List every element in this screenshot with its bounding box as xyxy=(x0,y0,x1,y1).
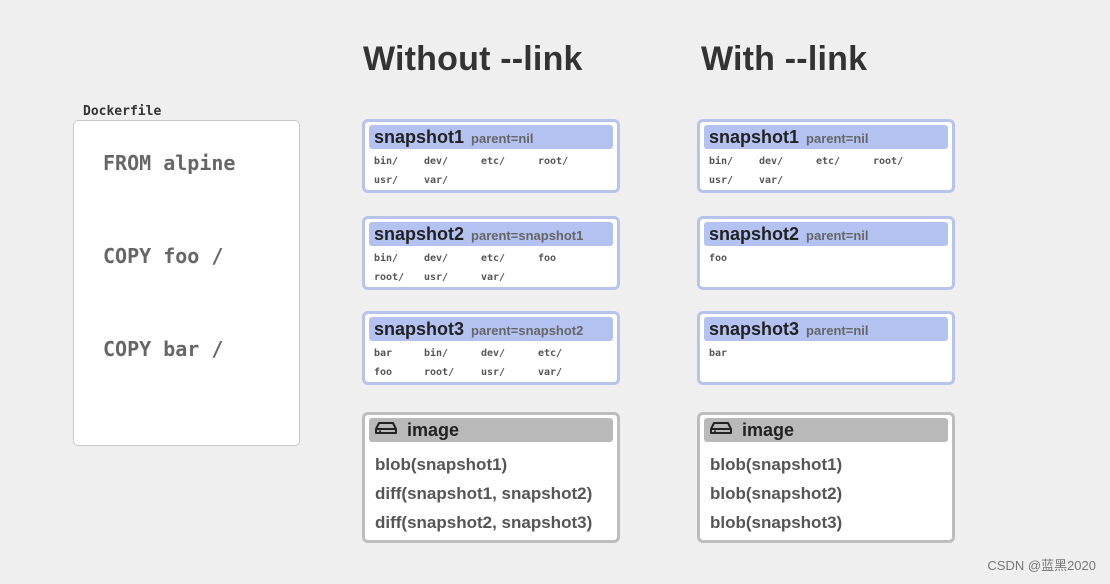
without-link-title: Without --link xyxy=(363,40,583,78)
snapshot-file-list: bar xyxy=(709,346,952,362)
dockerfile-line: COPY foo / xyxy=(103,244,224,268)
image-layer-list: blob(snapshot1) diff(snapshot1, snapshot… xyxy=(375,450,617,537)
file-entry: usr/ xyxy=(424,272,449,283)
image-layer: blob(snapshot1) xyxy=(375,455,508,474)
image-layer: blob(snapshot1) xyxy=(710,455,843,474)
snapshot-parent: parent=nil xyxy=(806,131,869,146)
snapshot-card: snapshot3 parent=snapshot2 bar bin/ dev/… xyxy=(362,311,620,385)
file-entry: var/ xyxy=(481,272,506,283)
file-entry: root/ xyxy=(873,156,904,167)
image-label: image xyxy=(742,419,795,440)
file-entry: var/ xyxy=(538,367,563,378)
file-entry: etc/ xyxy=(481,156,506,167)
snapshot-parent: parent=nil xyxy=(806,228,869,243)
snapshot-card: snapshot2 parent=nil foo xyxy=(697,216,955,290)
image-layer: blob(snapshot3) xyxy=(710,513,843,532)
snapshot-file-list: bin/ dev/ etc/ foo root/ usr/ var/ xyxy=(374,251,617,286)
with-link-title: With --link xyxy=(701,40,868,78)
snapshot-header: snapshot3 parent=snapshot2 xyxy=(369,317,613,341)
dockerfile-line: COPY bar / xyxy=(103,337,224,361)
file-entry: root/ xyxy=(374,272,405,283)
file-entry: root/ xyxy=(424,367,455,378)
snapshot-name: snapshot1 xyxy=(374,127,465,147)
file-entry: usr/ xyxy=(481,367,506,378)
image-layer: diff(snapshot1, snapshot2) xyxy=(375,484,593,503)
file-entry: bin/ xyxy=(374,253,399,264)
watermark: CSDN @蓝黑2020 xyxy=(987,558,1096,573)
file-entry: bin/ xyxy=(709,156,734,167)
dockerfile-panel: FROM alpine COPY foo / COPY bar / xyxy=(73,120,300,446)
file-entry: bin/ xyxy=(424,348,449,359)
snapshot-card: snapshot2 parent=snapshot1 bin/ dev/ etc… xyxy=(362,216,620,290)
file-entry: var/ xyxy=(424,175,449,186)
file-entry: foo xyxy=(538,253,557,264)
snapshot-parent: parent=nil xyxy=(471,131,534,146)
snapshot-header: snapshot1 parent=nil xyxy=(704,125,948,149)
file-entry: bar xyxy=(709,348,728,359)
file-entry: bar xyxy=(374,348,393,359)
file-entry: etc/ xyxy=(538,348,563,359)
file-entry: dev/ xyxy=(481,348,506,359)
snapshot-name: snapshot2 xyxy=(709,224,800,244)
image-label: image xyxy=(407,419,460,440)
snapshot-file-list: bar bin/ dev/ etc/ foo root/ usr/ var/ xyxy=(374,346,617,381)
file-entry: foo xyxy=(374,367,393,378)
snapshot-parent: parent=snapshot2 xyxy=(471,323,584,338)
snapshot-header: snapshot2 parent=snapshot1 xyxy=(369,222,613,246)
snapshot-card: snapshot1 parent=nil bin/ dev/ etc/ root… xyxy=(697,119,955,193)
image-layer: diff(snapshot2, snapshot3) xyxy=(375,513,593,532)
file-entry: foo xyxy=(709,253,728,264)
file-entry: dev/ xyxy=(759,156,784,167)
snapshot-header: snapshot1 parent=nil xyxy=(369,125,613,149)
snapshot-file-list: bin/ dev/ etc/ root/ usr/ var/ xyxy=(709,154,952,189)
snapshot-parent: parent=nil xyxy=(806,323,869,338)
image-card: image blob(snapshot1) diff(snapshot1, sn… xyxy=(362,412,620,543)
file-entry: root/ xyxy=(538,156,569,167)
file-entry: etc/ xyxy=(481,253,506,264)
snapshot-name: snapshot2 xyxy=(374,224,465,244)
snapshot-header: snapshot3 parent=nil xyxy=(704,317,948,341)
image-header: image xyxy=(369,418,613,442)
snapshot-parent: parent=snapshot1 xyxy=(471,228,584,243)
file-entry: etc/ xyxy=(816,156,841,167)
image-header: image xyxy=(704,418,948,442)
file-entry: usr/ xyxy=(374,175,399,186)
file-entry: bin/ xyxy=(374,156,399,167)
file-entry: dev/ xyxy=(424,156,449,167)
snapshot-file-list: foo xyxy=(709,251,952,267)
snapshot-name: snapshot3 xyxy=(709,319,800,339)
file-entry: usr/ xyxy=(709,175,734,186)
image-card: image blob(snapshot1) blob(snapshot2) bl… xyxy=(697,412,955,543)
image-layer: blob(snapshot2) xyxy=(710,484,843,503)
snapshot-card: snapshot3 parent=nil bar xyxy=(697,311,955,385)
drive-icon xyxy=(710,421,732,440)
dockerfile-line: FROM alpine xyxy=(103,151,236,175)
snapshot-name: snapshot3 xyxy=(374,319,465,339)
image-layer-list: blob(snapshot1) blob(snapshot2) blob(sna… xyxy=(710,450,952,537)
snapshot-card: snapshot1 parent=nil bin/ dev/ etc/ root… xyxy=(362,119,620,193)
drive-icon xyxy=(375,421,397,440)
snapshot-name: snapshot1 xyxy=(709,127,800,147)
file-entry: var/ xyxy=(759,175,784,186)
file-entry: dev/ xyxy=(424,253,449,264)
dockerfile-label: Dockerfile xyxy=(83,104,162,119)
snapshot-header: snapshot2 parent=nil xyxy=(704,222,948,246)
snapshot-file-list: bin/ dev/ etc/ root/ usr/ var/ xyxy=(374,154,617,189)
